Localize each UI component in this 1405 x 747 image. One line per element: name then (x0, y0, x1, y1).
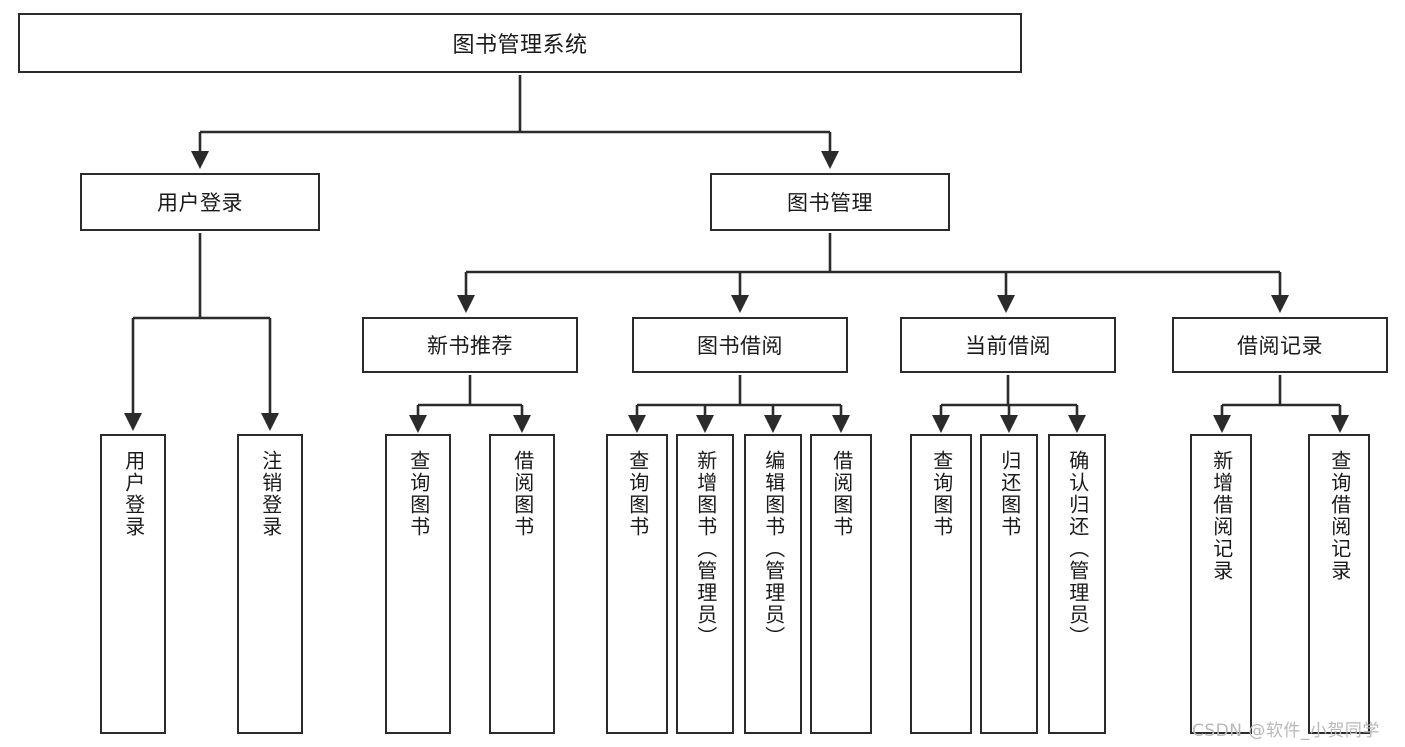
node-label: 注销登录 (258, 450, 283, 538)
node-leaf-borrow-book-recommend[interactable]: 借阅图书 (489, 434, 555, 734)
node-leaf-return-book[interactable]: 归还图书 (980, 434, 1038, 734)
node-label: 图书借阅 (697, 334, 783, 358)
node-label: 查询图书 (929, 450, 954, 538)
csdn-watermark: CSDN @软件_小贺同学 (1192, 716, 1380, 741)
node-leaf-borrow-book[interactable]: 借阅图书 (810, 434, 872, 734)
node-label: 查询图书 (406, 450, 431, 538)
node-label: 借阅记录 (1237, 334, 1323, 358)
node-current-borrow[interactable]: 当前借阅 (900, 317, 1116, 373)
node-leaf-query-borrow-record[interactable]: 查询借阅记录 (1308, 434, 1370, 734)
node-label: 借阅图书 (829, 450, 854, 538)
node-label: 当前借阅 (965, 334, 1051, 358)
watermark-text: CSDN @软件_小贺同学 (1192, 721, 1380, 741)
node-label: 新书推荐 (427, 334, 513, 358)
node-leaf-confirm-return-admin[interactable]: 确认归还（管理员） (1048, 434, 1106, 734)
node-label: 用户登录 (157, 191, 243, 215)
node-label: 图书管理 (787, 191, 873, 215)
node-leaf-logout[interactable]: 注销登录 (237, 434, 303, 734)
node-label: 确认归还（管理员） (1065, 450, 1090, 648)
node-leaf-query-book-current[interactable]: 查询图书 (910, 434, 972, 734)
node-label: 新增借阅记录 (1209, 450, 1234, 582)
node-label: 新增图书（管理员） (693, 450, 718, 648)
node-label: 图书管理系统 (452, 33, 588, 58)
node-new-book-recommend[interactable]: 新书推荐 (362, 317, 578, 373)
node-label: 用户登录 (121, 450, 146, 538)
node-leaf-user-login[interactable]: 用户登录 (100, 434, 166, 734)
node-label: 查询图书 (625, 450, 650, 538)
node-book-borrow[interactable]: 图书借阅 (632, 317, 848, 373)
node-label: 查询借阅记录 (1327, 450, 1352, 582)
node-label: 借阅图书 (510, 450, 535, 538)
node-leaf-add-borrow-record[interactable]: 新增借阅记录 (1190, 434, 1252, 734)
node-root-book-management-system[interactable]: 图书管理系统 (18, 13, 1022, 73)
node-label: 归还图书 (997, 450, 1022, 538)
node-label: 编辑图书（管理员） (761, 450, 786, 648)
node-leaf-query-book-recommend[interactable]: 查询图书 (385, 434, 451, 734)
node-user-login[interactable]: 用户登录 (80, 173, 320, 231)
node-leaf-query-book-borrow[interactable]: 查询图书 (606, 434, 668, 734)
node-book-management[interactable]: 图书管理 (710, 173, 950, 231)
node-borrow-record[interactable]: 借阅记录 (1172, 317, 1388, 373)
node-leaf-edit-book-admin[interactable]: 编辑图书（管理员） (744, 434, 802, 734)
node-leaf-add-book-admin[interactable]: 新增图书（管理员） (676, 434, 734, 734)
